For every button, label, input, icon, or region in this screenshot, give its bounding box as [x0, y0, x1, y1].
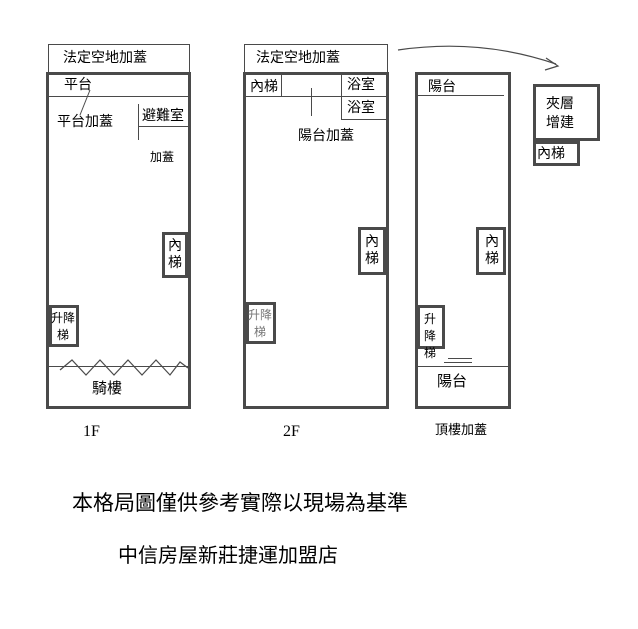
roof-elevator-label: 升降梯 [423, 312, 436, 360]
floor1-refuge-room-label: 避難室 [142, 108, 184, 124]
floor1-elevator-box [49, 305, 79, 347]
floor2-stairs-box [358, 227, 386, 275]
floor2-bathroom1-label: 浴室 [347, 77, 375, 93]
floor2-top-label-box [244, 44, 388, 73]
floor2-stairs-top-label: 內梯 [250, 79, 278, 95]
roof-balcony-mark-2 [444, 362, 472, 363]
floor1-balcony-label: 平台 [64, 77, 92, 93]
floor2-balcony-extension-label: 陽台加蓋 [298, 128, 354, 144]
floor1-refuge-line [138, 126, 190, 127]
floor1-top-label: 法定空地加蓋 [63, 50, 147, 66]
floor2-elevator-box [246, 302, 276, 344]
floor2-balcony-line [246, 96, 341, 97]
floor2-top-label: 法定空地加蓋 [256, 50, 340, 66]
floor1-caption: 1F [83, 423, 100, 440]
roof-elevator-box [417, 305, 445, 349]
floor1-balcony-line [49, 96, 189, 97]
mezzanine-box [533, 84, 600, 141]
roof-balcony-bottom-line [418, 366, 508, 367]
agency-name: 中信房屋新莊捷運加盟店 [118, 543, 338, 567]
floor2-caption: 2F [283, 423, 300, 440]
floor2-stairs-top-divider [281, 75, 282, 97]
roof-balcony-top-line [418, 95, 504, 96]
floor1-extension-label: 加蓋 [150, 150, 175, 164]
mezzanine-stairs-label: 內梯 [537, 146, 565, 162]
roof-balcony-bottom-label: 陽台 [437, 372, 468, 390]
floor1-balcony-pointer [79, 89, 91, 116]
mezzanine-stairs-box [533, 141, 580, 166]
arrow-curve [397, 45, 557, 65]
roof-stairs-box [476, 227, 506, 275]
roof-balcony-mark-1 [448, 358, 472, 359]
floor1-stairs-box [162, 232, 188, 278]
floor2-bathroom2-label: 浴室 [347, 100, 375, 116]
floor1-outline [46, 72, 191, 409]
floor2-stairs-label: 內梯 [365, 234, 379, 267]
floor1-refuge-divider [138, 104, 139, 140]
floor1-elevator-label: 升降梯 [51, 311, 76, 342]
arcade-zigzag [59, 359, 189, 376]
floor2-outline [243, 72, 389, 409]
arrow-head [544, 57, 560, 71]
floor1-top-label-box [48, 44, 190, 73]
floor2-bathroom2-box [341, 96, 387, 120]
roof-caption: 頂樓加蓋 [435, 423, 488, 438]
floor2-balcony-pointer [311, 88, 312, 116]
floor1-arcade-line [49, 366, 189, 367]
floor1-arcade-label: 騎樓 [92, 379, 123, 397]
floor1-stairs-label: 內梯 [168, 238, 182, 271]
disclaimer-text: 本格局圖僅供參考實際以現場為基準 [72, 491, 408, 515]
floor1-balcony-extension-label: 平台加蓋 [57, 114, 113, 130]
roof-balcony-top-label: 陽台 [428, 79, 456, 95]
floor2-elevator-label: 升降梯 [248, 308, 273, 339]
roof-stairs-label: 內梯 [485, 234, 499, 267]
mezzanine-label: 夾層增建 [546, 96, 574, 131]
roof-outline [415, 72, 511, 409]
